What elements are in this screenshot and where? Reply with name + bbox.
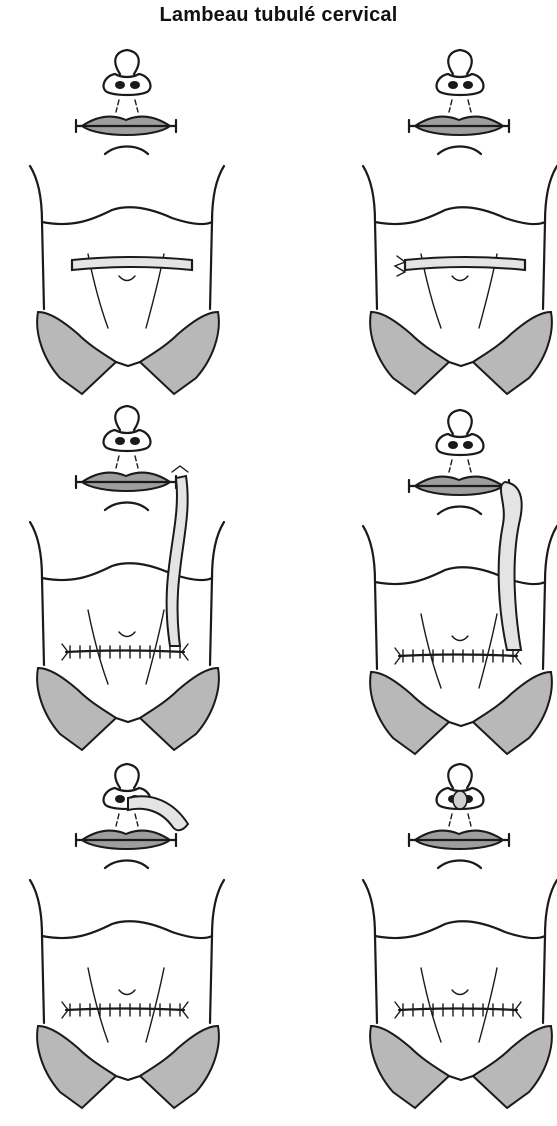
panel-step-1 bbox=[30, 50, 224, 394]
panel-step-5 bbox=[30, 764, 224, 1108]
panel-step-6 bbox=[363, 764, 557, 1108]
panel-step-4 bbox=[363, 410, 557, 754]
panel-step-3 bbox=[30, 406, 224, 750]
panel-step-2 bbox=[363, 50, 557, 394]
